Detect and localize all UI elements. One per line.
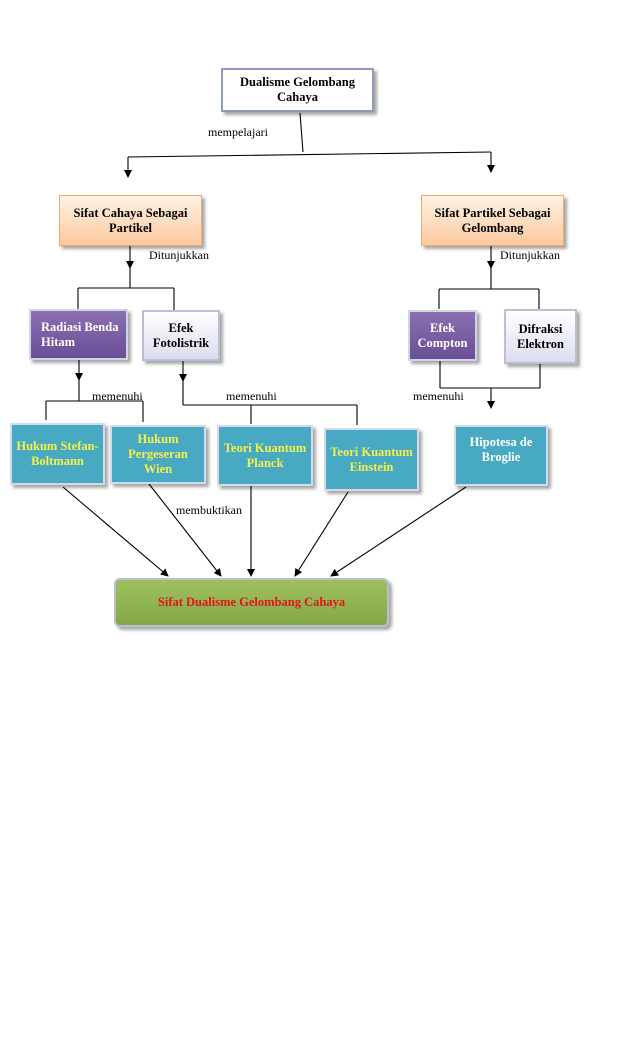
node-dualisme: Dualisme Gelombang Cahaya	[221, 68, 374, 112]
node-hukum-pergeseran-wien-text: Hukum Pergeseran Wien	[128, 432, 188, 476]
node-sifat-partikel-gelombang-text: Sifat Partikel Sebagai Gelombang	[434, 205, 551, 235]
label-ditunjukkan-left: Ditunjukkan	[149, 248, 209, 262]
arrow-stefan-conclusion	[62, 486, 169, 577]
node-sifat-cahaya-partikel: Sifat Cahaya Sebagai Partikel	[59, 195, 202, 246]
node-radiasi-benda-hitam: Radiasi Benda Hitam	[29, 309, 128, 360]
line-blackbody-split	[45, 380, 144, 422]
node-dualisme-text: Dualisme Gelombang Cahaya	[240, 75, 355, 104]
node-sifat-dualisme-conclusion-text: Sifat Dualisme Gelombang Cahaya	[157, 595, 346, 609]
line-root-down	[299, 112, 304, 153]
node-efek-fotolistrik: Efek Fotolistrik	[142, 310, 220, 361]
label-memenuhi-middle: memenuhi	[226, 389, 277, 403]
node-efek-compton: Efek Compton	[408, 310, 477, 361]
node-teori-kuantum-einstein: Teori Kuantum Einstein	[324, 428, 419, 491]
label-mempelajari: mempelajari	[208, 125, 268, 139]
label-membuktikan: membuktikan	[176, 503, 242, 517]
node-sifat-cahaya-partikel-text: Sifat Cahaya Sebagai Partikel	[73, 205, 188, 235]
line-top-bar	[127, 151, 492, 158]
node-difraksi-elektron: Difraksi Elektron	[504, 309, 577, 364]
arrow-einstein-conclusion	[294, 491, 349, 577]
node-teori-kuantum-planck-text: Teori Kuantum Planck	[223, 440, 307, 470]
node-efek-fotolistrik-text: Efek Fotolistrik	[152, 320, 210, 350]
node-hukum-pergeseran-wien: Hukum Pergeseran Wien	[110, 425, 206, 484]
node-hipotesa-de-broglie-text: Hipotesa de Broglie	[469, 435, 533, 464]
node-hipotesa-de-broglie: Hipotesa de Broglie	[454, 425, 548, 486]
label-memenuhi-right: memenuhi	[413, 389, 464, 403]
node-radiasi-benda-hitam-text: Radiasi Benda Hitam	[41, 319, 119, 349]
label-memenuhi-left: memenuhi	[92, 389, 143, 403]
node-sifat-dualisme-conclusion: Sifat Dualisme Gelombang Cahaya	[114, 578, 389, 627]
line-left-split	[77, 268, 175, 310]
node-difraksi-elektron-text: Difraksi Elektron	[517, 321, 564, 351]
line-photo-split	[182, 381, 358, 425]
node-teori-kuantum-planck: Teori Kuantum Planck	[217, 425, 313, 486]
arrow-broglie-conclusion	[330, 486, 467, 577]
node-teori-kuantum-einstein-text: Teori Kuantum Einstein	[330, 444, 413, 474]
node-hukum-stefan-boltmann-text: Hukum Stefan-Boltmann	[16, 439, 99, 468]
node-hukum-stefan-boltmann: Hukum Stefan-Boltmann	[10, 423, 105, 485]
label-ditunjukkan-right: Ditunjukkan	[500, 248, 560, 262]
arrow-wien-conclusion	[148, 483, 222, 577]
node-sifat-partikel-gelombang: Sifat Partikel Sebagai Gelombang	[421, 195, 564, 246]
node-efek-compton-text: Efek Compton	[417, 320, 468, 350]
line-right-split	[438, 268, 540, 309]
